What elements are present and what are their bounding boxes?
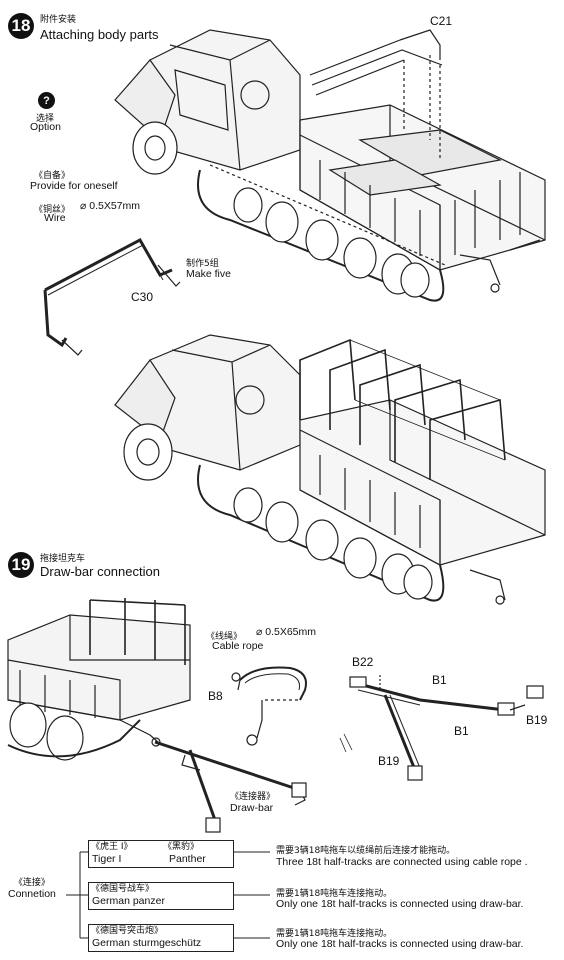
tank-a-label: Tiger I [92,853,122,865]
drawbar-assembly [349,675,544,781]
part-label-b19-right: B19 [526,713,548,727]
tank-box-row3: 《德国号突击炮》 German sturmgeschütz [88,924,234,952]
part-label-b19-bottom: B19 [378,754,400,768]
option-icon: ? [38,92,55,109]
provide-label: Provide for oneself [30,180,118,192]
connection-root-cn: 《连接》 [13,878,50,888]
option-label-cn: 选择 [36,114,55,124]
row2-desc-cn: 需要1辆18吨拖车连接拖动。 [276,889,393,899]
provide-label-cn: 《自备》 [34,171,71,181]
tank-a-label: German sturmgeschütz [92,937,202,949]
drawbar-label-cn: 《连接器》 [230,792,276,802]
step-19-number: 19 [8,552,34,578]
part-label-b1-mid: B1 [454,724,469,738]
make-five-label: Make five [186,268,231,280]
wire-spec: ⌀ 0.5X57mm [80,200,141,212]
connection-root: 《连接》 Connetion [8,878,56,900]
row1-desc-cn: 需要3辆18吨拖车以缆绳前后连接才能拖动。 [276,846,456,856]
part-label-b22: B22 [352,655,374,669]
row2-desc: Only one 18t half-tracks is connected us… [276,898,524,910]
connection-tree [66,851,270,939]
rope-label: Cable rope [212,640,264,652]
tank-box-row1: 《虎王 I》 Tiger I 《黑豹》 Panther [88,840,234,868]
halftrack-rear [7,598,191,761]
tank-b-cn: 《黑豹》 [163,842,200,852]
part-label-c21: C21 [430,14,453,28]
rope-spec: ⌀ 0.5X65mm [256,626,317,638]
part-label-b1-top: B1 [432,673,447,687]
halftrack-middle [114,334,546,605]
tank-a-cn: 《虎王 I》 [91,842,133,852]
step-19-title-cn: 拖接坦克车 [40,554,86,564]
tank-a-label: German panzer [92,895,165,907]
step-19-title: Draw-bar connection [40,564,160,579]
make-five-cn: 制作5组 [186,259,219,269]
row1-desc: Three 18t half-tracks are connected usin… [276,856,528,868]
drawbar-label: Draw-bar [230,802,274,814]
tank-a-cn: 《德国号战车》 [91,884,155,894]
drawbar-connected [154,740,307,833]
connection-root-label: Connetion [8,888,56,901]
tank-b-label: Panther [169,853,206,865]
wire-label: Wire [44,212,66,224]
tank-box-row2: 《德国号战车》 German panzer [88,882,234,910]
wire-spec-cn: 《铜丝》 [34,205,71,215]
tank-a-cn: 《德国号突击炮》 [91,926,164,936]
row3-desc: Only one 18t half-tracks is connected us… [276,938,524,950]
part-label-b8: B8 [208,689,223,703]
step-18-number: 18 [8,13,34,39]
part-label-c30: C30 [131,290,154,304]
row3-desc-cn: 需要1辆18吨拖车连接拖动。 [276,929,393,939]
rope-spec-cn: 《线绳》 [206,632,243,642]
cable-rope-b8 [231,666,307,746]
option-label: Option [30,121,61,133]
halftrack-upper [114,29,546,302]
step-18-title: Attaching body parts [40,27,159,42]
wire-frame-c30 [43,237,181,356]
step-18-title-cn: 附件安装 [40,15,77,25]
